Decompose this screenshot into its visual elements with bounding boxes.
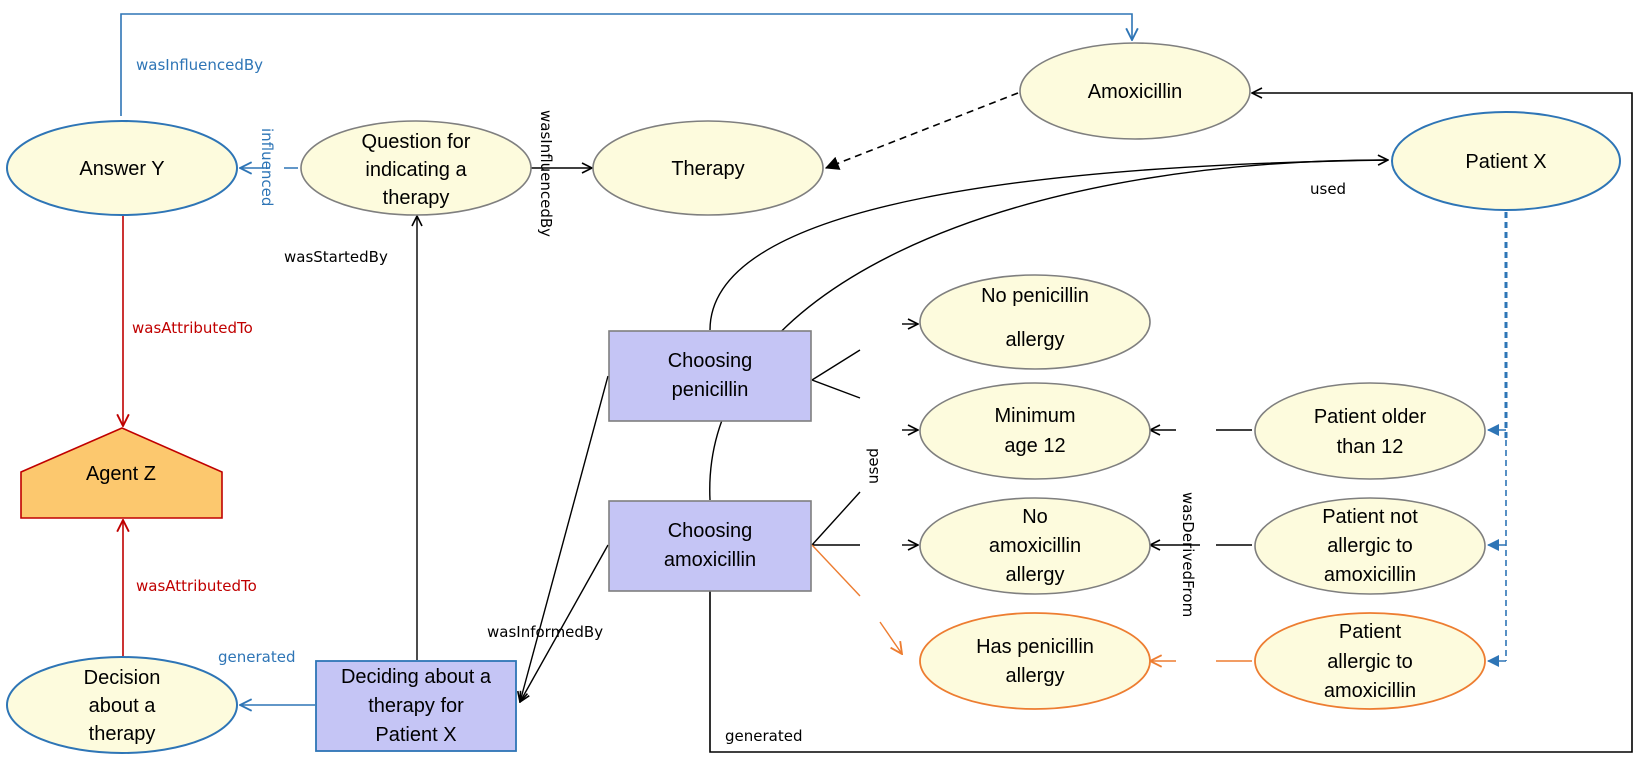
label-used-top: used <box>1310 180 1346 198</box>
label-was-attributed-to-bottom: wasAttributedTo <box>136 577 257 595</box>
entity-has-penicillin-allergy[interactable]: Has penicillin allergy <box>919 612 1151 710</box>
patient-not-allergic-label-3: amoxicillin <box>1324 564 1416 586</box>
entity-no-amoxicillin-allergy[interactable]: No amoxicillin allergy <box>919 497 1151 595</box>
edge-choosing-amoxicillin-informs <box>520 544 609 702</box>
edge-amoxicillin-fan-orange <box>811 544 861 597</box>
edge-amoxicillin-to-therapy <box>824 92 1019 170</box>
label-generated-left: generated <box>218 648 295 666</box>
patient-older-label-1: Patient older <box>1314 406 1427 428</box>
label-influenced: influenced <box>258 128 276 206</box>
edge-choosing-penicillin-informs <box>520 375 609 702</box>
minimum-age-label-1: Minimum <box>994 405 1075 427</box>
decision-label-2: about a <box>89 695 157 717</box>
question-label-3: therapy <box>383 187 450 209</box>
therapy-label: Therapy <box>671 158 744 180</box>
amoxicillin-label: Amoxicillin <box>1088 81 1182 103</box>
patient-allergic-label-2: allergic to <box>1327 651 1413 673</box>
no-penicillin-label-2: allergy <box>1006 329 1065 351</box>
deciding-label-1: Deciding about a <box>341 666 492 688</box>
entity-answer-y[interactable]: Answer Y <box>6 120 238 216</box>
question-label-1: Question for <box>362 131 471 153</box>
edge-answer-to-amoxicillin <box>120 13 1132 116</box>
agent-z[interactable]: Agent Z <box>20 427 223 519</box>
label-was-derived-from: wasDerivedFrom <box>1179 492 1197 617</box>
has-penicillin-label-2: allergy <box>1006 665 1065 687</box>
edge-used-has-penicillin <box>879 621 902 654</box>
no-amoxicillin-label-1: No <box>1022 506 1048 528</box>
entity-no-penicillin-allergy[interactable]: No penicillin allergy <box>919 274 1151 370</box>
label-was-started-by: wasStartedBy <box>284 248 388 266</box>
entity-question[interactable]: Question for indicating a therapy <box>300 120 532 216</box>
decision-label-3: therapy <box>89 723 156 745</box>
edge-amoxicillin-fan <box>811 491 861 546</box>
activity-choosing-amoxicillin[interactable]: Choosing amoxicillin <box>608 500 812 592</box>
label-was-informed-by: wasInformedBy <box>487 623 603 641</box>
patient-older-label-2: than 12 <box>1337 436 1404 458</box>
entity-therapy[interactable]: Therapy <box>592 120 824 216</box>
patient-not-allergic-label-2: allergic to <box>1327 535 1413 557</box>
edge-penicillin-fan <box>811 349 861 399</box>
choosing-penicillin-label-2: penicillin <box>672 379 749 401</box>
edge-amoxicillin-generated-amoxicillin <box>709 93 1633 753</box>
has-penicillin-label-1: Has penicillin <box>976 636 1094 658</box>
decision-label-1: Decision <box>84 667 161 689</box>
patient-not-allergic-label-1: Patient not <box>1322 506 1418 528</box>
entity-patient-not-allergic[interactable]: Patient not allergic to amoxicillin <box>1254 497 1486 595</box>
entity-decision[interactable]: Decision about a therapy <box>6 656 238 754</box>
patient-allergic-label-1: Patient <box>1339 621 1402 643</box>
label-generated-bottom: generated <box>725 727 802 745</box>
no-penicillin-label-1: No penicillin <box>981 285 1089 307</box>
no-amoxicillin-label-2: amoxicillin <box>989 535 1081 557</box>
agent-z-label: Agent Z <box>86 463 156 485</box>
deciding-label-2: therapy for <box>368 695 464 717</box>
no-amoxicillin-label-3: allergy <box>1006 564 1065 586</box>
label-was-influenced-by-top: wasInfluencedBy <box>136 56 263 74</box>
entity-minimum-age[interactable]: Minimum age 12 <box>919 382 1151 480</box>
deciding-label-3: Patient X <box>375 724 456 746</box>
answer-y-label: Answer Y <box>79 158 164 180</box>
edge-penicillin-used-patient <box>709 160 1388 331</box>
choosing-amoxicillin-label-2: amoxicillin <box>664 549 756 571</box>
label-was-influenced-by-mid: wasInfluencedBy <box>537 110 555 237</box>
entity-patient-older[interactable]: Patient older than 12 <box>1254 382 1486 480</box>
activity-choosing-penicillin[interactable]: Choosing penicillin <box>608 330 812 422</box>
question-label-2: indicating a <box>365 159 467 181</box>
choosing-penicillin-label-1: Choosing <box>668 350 753 372</box>
entity-patient-x[interactable]: Patient X <box>1391 111 1621 211</box>
label-was-attributed-to-top: wasAttributedTo <box>132 319 253 337</box>
choosing-amoxicillin-label-1: Choosing <box>668 520 753 542</box>
label-used-mid: used <box>864 448 882 484</box>
activity-deciding[interactable]: Deciding about a therapy for Patient X <box>315 660 517 752</box>
entity-amoxicillin[interactable]: Amoxicillin <box>1019 42 1251 140</box>
entity-patient-allergic[interactable]: Patient allergic to amoxicillin <box>1254 612 1486 710</box>
patient-allergic-label-3: amoxicillin <box>1324 680 1416 702</box>
patient-x-label: Patient X <box>1465 151 1546 173</box>
minimum-age-label-2: age 12 <box>1004 435 1065 457</box>
